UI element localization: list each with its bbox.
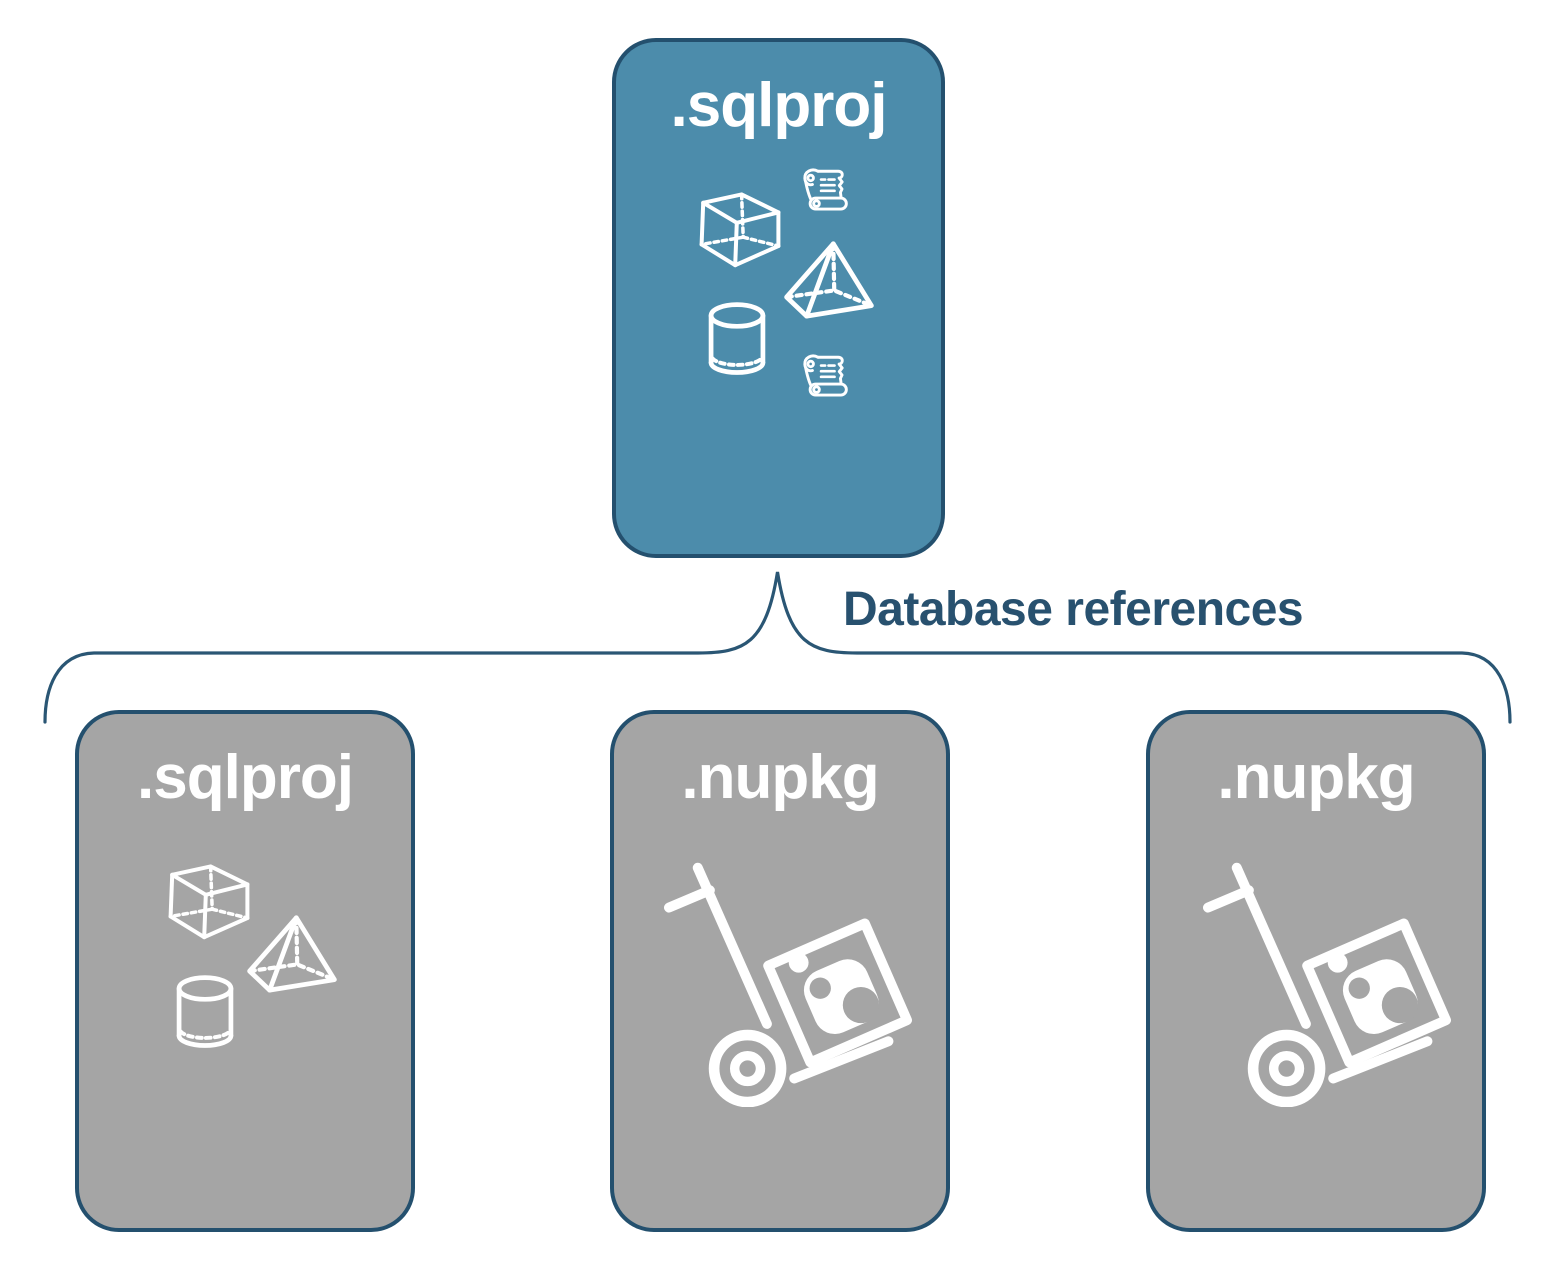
card-child-sqlproj: .sqlproj — [75, 710, 415, 1232]
connector-label: Database references — [843, 583, 1304, 636]
pyramid-icon — [779, 234, 879, 324]
pyramid-icon — [242, 909, 342, 997]
card-child-nupkg-1: .nupkg — [610, 710, 950, 1232]
card-title: .sqlproj — [137, 743, 354, 812]
scroll-icon — [803, 168, 848, 211]
cube-icon — [699, 192, 781, 268]
handtruck-package-icon — [659, 859, 917, 1107]
cube-icon — [168, 864, 250, 940]
cylinder-icon — [704, 302, 770, 378]
card-root-sqlproj: .sqlproj — [612, 38, 945, 558]
card-title: .sqlproj — [670, 71, 888, 140]
cylinder-icon — [172, 975, 238, 1051]
card-title: .nupkg — [1217, 743, 1415, 812]
scroll-icon — [803, 354, 848, 397]
handtruck-package-icon — [1198, 859, 1456, 1107]
card-title: .nupkg — [681, 743, 879, 812]
card-child-nupkg-2: .nupkg — [1146, 710, 1486, 1232]
